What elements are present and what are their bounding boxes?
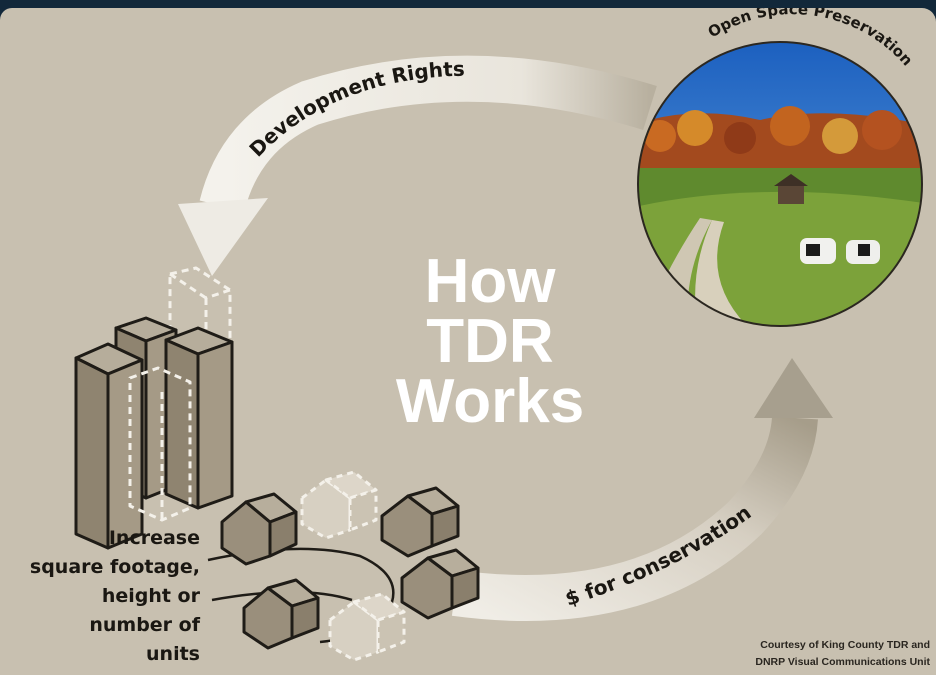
conservation-funds-arrow bbox=[451, 358, 833, 621]
image-credit: Courtesy of King County TDR and DNRP Vis… bbox=[755, 637, 930, 671]
building-icon bbox=[74, 342, 144, 550]
tdr-diagram: Development Rights $ for conservation Op… bbox=[74, 8, 923, 662]
diagram-title: How TDR Works bbox=[396, 247, 584, 436]
title-line-1: How bbox=[425, 247, 557, 316]
credit-line: DNRP Visual Communications Unit bbox=[755, 656, 930, 668]
down-arrow-icon bbox=[178, 198, 268, 276]
house-icon bbox=[220, 492, 298, 566]
landscape-photo-icon bbox=[638, 42, 922, 326]
house-icon bbox=[400, 548, 480, 620]
house-icon bbox=[242, 578, 320, 650]
density-label-line: units bbox=[146, 643, 200, 665]
density-label-line: square footage, bbox=[29, 556, 200, 578]
house-icon bbox=[380, 486, 460, 558]
development-rights-arrow bbox=[178, 55, 657, 276]
credit-line: Courtesy of King County TDR and bbox=[760, 639, 930, 651]
title-line-2: TDR bbox=[426, 307, 553, 376]
density-label-line: height or bbox=[101, 585, 200, 607]
title-line-3: Works bbox=[396, 367, 584, 436]
house-icon-dashed bbox=[328, 592, 406, 662]
building-dashed-front bbox=[128, 366, 192, 522]
diagram-canvas: Development Rights $ for conservation Op… bbox=[0, 8, 936, 675]
density-increase-label: Increase square footage, height or numbe… bbox=[30, 524, 200, 669]
houses bbox=[220, 470, 480, 662]
open-space-photo bbox=[637, 41, 923, 327]
building-icon bbox=[164, 326, 234, 510]
density-label-line: Increase bbox=[108, 527, 200, 549]
house-icon-dashed bbox=[300, 470, 378, 540]
density-label-line: number of bbox=[89, 614, 200, 636]
up-arrow-icon bbox=[754, 358, 833, 418]
buildings-cluster bbox=[74, 266, 234, 550]
